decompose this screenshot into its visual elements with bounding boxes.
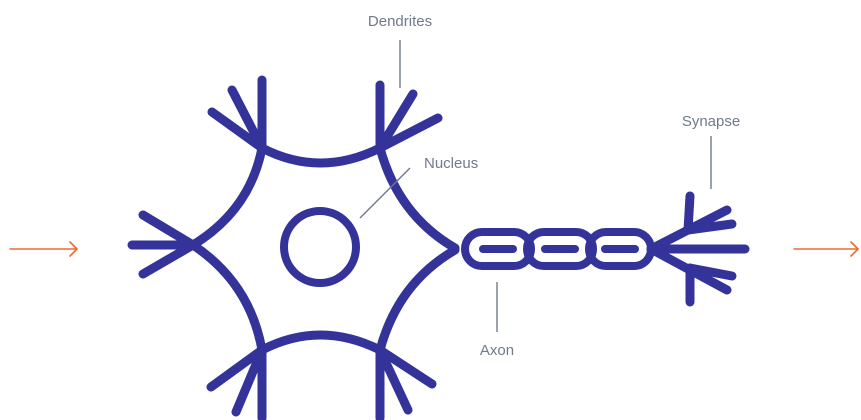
synapse-terminal xyxy=(646,191,750,307)
dendrite-top-right xyxy=(375,80,443,153)
cell-body xyxy=(188,143,460,355)
dendrite-bottom-left xyxy=(206,345,267,420)
synapse-label: Synapse xyxy=(682,113,740,130)
output-arrow xyxy=(793,241,859,257)
nucleus-leader-line xyxy=(359,167,411,219)
dendrite-top-left xyxy=(207,75,267,153)
axon xyxy=(461,228,655,270)
nucleus-label: Nucleus xyxy=(424,155,478,172)
cell-body-arc-right-bottom xyxy=(375,245,460,355)
cell-body-arc-left-top xyxy=(188,143,267,250)
cell-body-arc-right-top xyxy=(375,143,460,253)
nucleus-circle xyxy=(280,207,360,287)
cell-body-arc-left-bottom xyxy=(188,240,267,355)
input-arrow xyxy=(9,241,78,257)
axon-label: Axon xyxy=(480,342,514,359)
dendrites-label: Dendrites xyxy=(368,13,432,30)
dendrite-bottom-right xyxy=(375,345,437,420)
dendrite-left xyxy=(127,210,198,279)
cell-body-arc-top xyxy=(257,143,385,168)
cell-body-arc-bottom xyxy=(257,330,385,355)
